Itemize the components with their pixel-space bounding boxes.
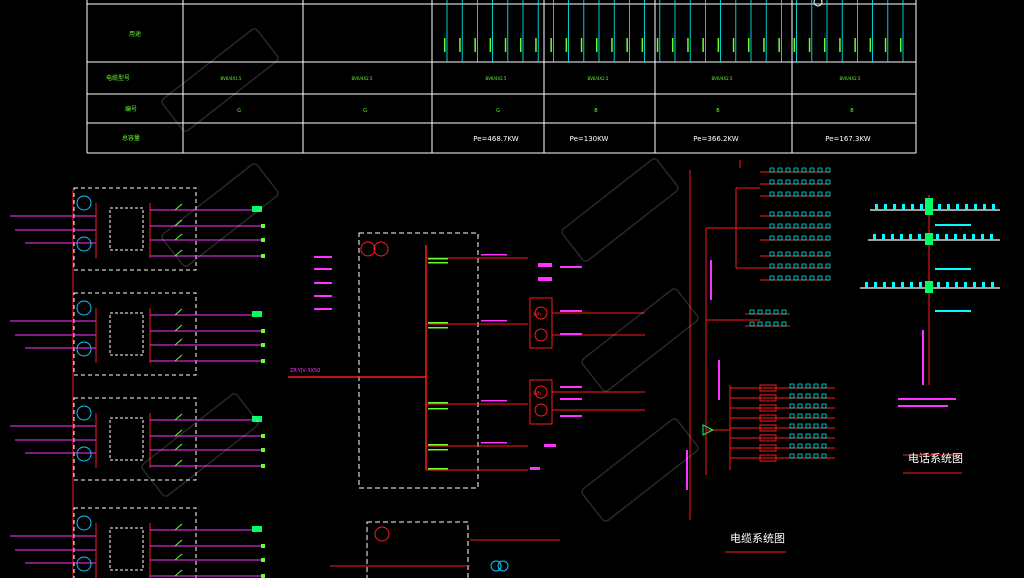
distribution-panels <box>10 187 265 578</box>
total-capacity-3: Pe=366.2KW <box>693 135 739 143</box>
table-text: 用途 电缆型号 编号 总容量 BV6/4X1.5 BV6/4X2.5 BV6/4… <box>106 30 871 143</box>
cable-type-6: BV6/4X2.5 <box>840 76 861 81</box>
cable-type-5: BV6/4X2.5 <box>712 76 733 81</box>
table-header-strips <box>444 0 904 62</box>
watermark <box>141 28 699 522</box>
cable-type-2: BV6/4X2.5 <box>352 76 373 81</box>
total-capacity-1: Pe=468.7KW <box>473 135 519 143</box>
total-capacity-4: Pe=167.3KW <box>825 135 871 143</box>
number-6: B <box>850 108 854 114</box>
number-2: G <box>363 108 367 114</box>
phone-system-diagram <box>725 195 1000 553</box>
cable-tree-outlets <box>686 167 835 490</box>
meter-label-upper: Wh <box>533 312 541 318</box>
load-summary-table <box>86 0 917 154</box>
main-switchboard: ZR-YJV-3X50 <box>288 232 645 489</box>
number-4: B <box>594 108 598 114</box>
switchboard-annotations <box>314 254 582 470</box>
cable-type-3: BV6/4X2.5 <box>486 76 507 81</box>
total-capacity-2: Pe=130KW <box>570 135 609 143</box>
phone-system-caption: 电话系统图 <box>908 452 963 465</box>
row-label-total: 总容量 <box>122 134 140 142</box>
row-label-cable-type: 电缆型号 <box>106 74 130 82</box>
row-label-number: 编号 <box>125 105 137 113</box>
meter-label-lower: Wh <box>533 391 541 397</box>
row-label-usage: 用途 <box>129 30 141 38</box>
number-5: B <box>716 108 720 114</box>
cable-distribution-tree <box>689 160 760 520</box>
number-1: G <box>237 108 241 114</box>
sub-switchboard <box>330 521 560 578</box>
cable-type-4: BV6/4X2.5 <box>588 76 609 81</box>
cable-system-caption: 电缆系统图 <box>730 532 785 545</box>
incoming-cable-label: ZR-YJV-3X50 <box>290 368 320 374</box>
number-3: G <box>496 108 500 114</box>
cable-type-1: BV6/4X1.5 <box>221 76 242 81</box>
